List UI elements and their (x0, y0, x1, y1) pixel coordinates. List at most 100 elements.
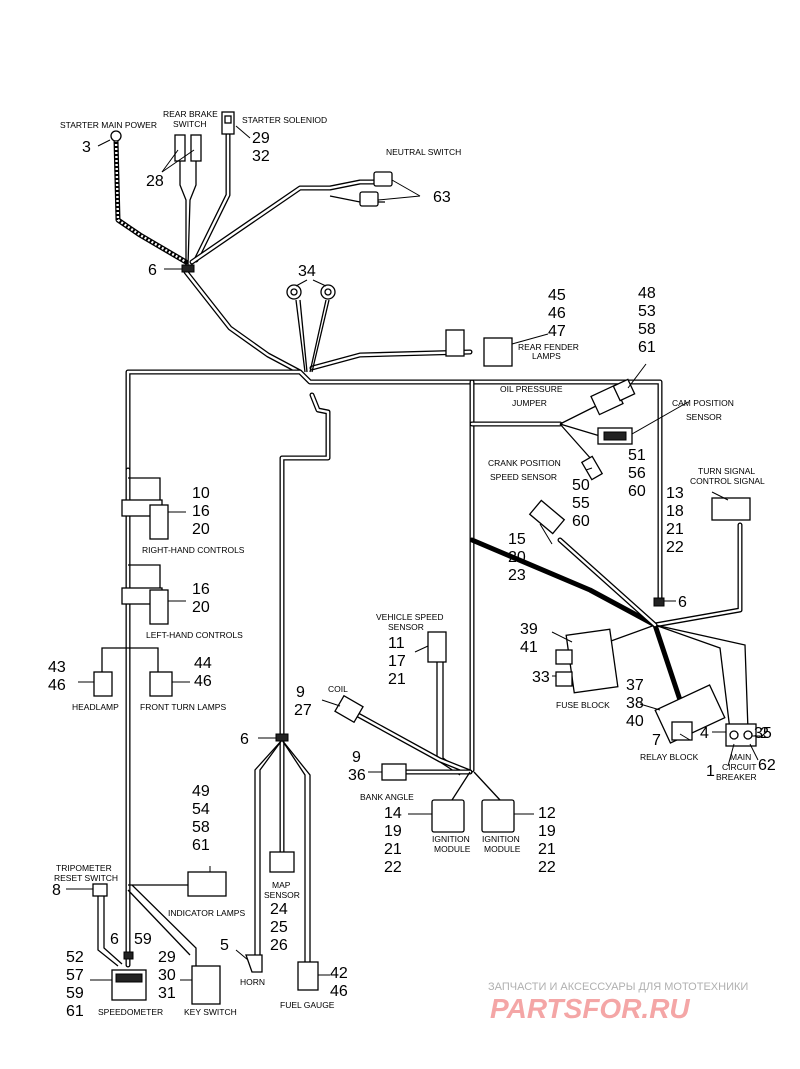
headlamp-label: HEADLAMP (72, 702, 119, 712)
right-hand-ref-1: 10 (192, 485, 210, 502)
breaker-label-2: CIRCUIT (722, 762, 756, 772)
ign-left-label-2: MODULE (434, 844, 471, 854)
ign-right-label-2: MODULE (484, 844, 521, 854)
fuse-block-ref-2: 41 (520, 639, 538, 656)
crank-sensor-ref-2: 55 (572, 495, 590, 512)
oil-jumper-ref-4: 61 (638, 339, 656, 356)
bank-angle-ref-2: 36 (348, 767, 366, 784)
speedometer-ref-3: 59 (66, 985, 84, 1002)
map-sensor-ref-1: 24 (270, 901, 288, 918)
cam-sensor-ref-2: 56 (628, 465, 646, 482)
bank-angle-ref-1: 9 (352, 749, 361, 766)
vss-ref-3: 21 (388, 671, 406, 688)
vss-label-2: SENSOR (388, 622, 424, 632)
speedometer-label: SPEEDOMETER (98, 1007, 163, 1017)
turn-signal-label-1: TURN SIGNAL (698, 466, 755, 476)
relay-ref-2: 38 (626, 695, 644, 712)
breaker-label-1: MAIN (730, 752, 751, 762)
tripometer-label-1: TRIPOMETER (56, 863, 112, 873)
rear-fender-label-1: REAR FENDER (518, 342, 579, 352)
headlamp-ref-1: 43 (48, 659, 66, 676)
ign-left-label-1: IGNITION (432, 834, 470, 844)
ign-left-ref-3: 21 (384, 841, 402, 858)
indicator-label: INDICATOR LAMPS (168, 908, 245, 918)
speedometer-clamp-ref: 6 (110, 931, 119, 948)
cam-sensor-ref-3: 60 (628, 483, 646, 500)
labels: STARTER MAIN POWER 3 REAR BRAKE SWITCH 2… (48, 109, 776, 1020)
breaker-ref-2: 4 (700, 725, 709, 742)
wires (97, 132, 749, 968)
fuel-gauge-ref-2: 46 (330, 983, 348, 1000)
tripometer-label-2: RESET SWITCH (54, 873, 118, 883)
bank-angle-label: BANK ANGLE (360, 792, 414, 802)
clamp-mid-ref: 6 (240, 731, 249, 748)
crank-connector-ref-1: 15 (508, 531, 526, 548)
turn-signal-label-2: CONTROL SIGNAL (690, 476, 765, 486)
starter-solenoid-label: STARTER SOLENIOD (242, 115, 327, 125)
speedometer-ref-4: 61 (66, 1003, 84, 1020)
fuse-block-ref-1: 39 (520, 621, 538, 638)
ign-right-ref-1: 12 (538, 805, 556, 822)
right-hand-ref-2: 16 (192, 503, 210, 520)
watermark: ЗАПЧАСТИ И АКСЕССУАРЫ ДЛЯ МОТОТЕХНИКИ PA… (488, 981, 748, 1024)
headlamp-ref-2: 46 (48, 677, 66, 694)
oil-jumper-ref-2: 53 (638, 303, 656, 320)
starter-main-power-ref: 3 (82, 139, 91, 156)
indicator-ref-4: 61 (192, 837, 210, 854)
front-turn-ref-1: 44 (194, 655, 212, 672)
horn-ref: 5 (220, 937, 229, 954)
rear-fender-label-2: LAMPS (532, 351, 561, 361)
tripometer-ref: 8 (52, 882, 61, 899)
left-hand-ref-1: 16 (192, 581, 210, 598)
coil-label: COIL (328, 684, 348, 694)
ign-right-label-1: IGNITION (482, 834, 520, 844)
map-sensor-ref-2: 25 (270, 919, 288, 936)
clamp-top-ref: 6 (148, 262, 157, 279)
ign-right-ref-4: 22 (538, 859, 556, 876)
clamp-right-ref: 6 (678, 594, 687, 611)
cam-sensor-label-1: CAM POSITION (672, 398, 734, 408)
fuel-gauge-ref-1: 42 (330, 965, 348, 982)
breaker-ref-1: 35 (754, 725, 772, 742)
breaker-label-3: BREAKER (716, 772, 757, 782)
rear-brake-switch-label-2: SWITCH (173, 119, 207, 129)
relay-ref-4: 7 (652, 732, 661, 749)
oil-jumper-label-2: JUMPER (512, 398, 547, 408)
rear-fender-ref-1: 45 (548, 287, 566, 304)
ign-left-ref-2: 19 (384, 823, 402, 840)
speedometer-ref-2: 57 (66, 967, 84, 984)
front-turn-ref-2: 46 (194, 673, 212, 690)
ign-right-ref-2: 19 (538, 823, 556, 840)
key-switch-ref-2: 30 (158, 967, 176, 984)
crank-sensor-label-2: SPEED SENSOR (490, 472, 557, 482)
key-switch-label: KEY SWITCH (184, 1007, 237, 1017)
oil-jumper-label-1: OIL PRESSURE (500, 384, 563, 394)
breaker-ref-3: 2 (760, 725, 769, 742)
cam-sensor-label-2: SENSOR (686, 412, 722, 422)
oil-jumper-ref-3: 58 (638, 321, 656, 338)
turn-signal-ref-3: 21 (666, 521, 684, 538)
fuse-block-label: FUSE BLOCK (556, 700, 610, 710)
crank-sensor-ref-3: 60 (572, 513, 590, 530)
components (92, 111, 757, 1005)
starter-solenoid-ref-2: 32 (252, 148, 270, 165)
leader-lines (66, 125, 760, 981)
crank-sensor-label-1: CRANK POSITION (488, 458, 561, 468)
coil-ref-2: 27 (294, 702, 312, 719)
coil-ref-1: 9 (296, 684, 305, 701)
left-hand-label: LEFT-HAND CONTROLS (146, 630, 243, 640)
relay-label: RELAY BLOCK (640, 752, 699, 762)
right-hand-ref-3: 20 (192, 521, 210, 538)
breaker-ref-4: 1 (706, 763, 715, 780)
neutral-switch-ref: 63 (433, 189, 451, 206)
indicator-ref-3: 58 (192, 819, 210, 836)
map-sensor-ref-3: 26 (270, 937, 288, 954)
key-switch-ref-3: 31 (158, 985, 176, 1002)
front-turn-label: FRONT TURN LAMPS (140, 702, 226, 712)
breaker-ref-5: 62 (758, 757, 776, 774)
cam-sensor-ref-1: 51 (628, 447, 646, 464)
rear-fender-ref-2: 46 (548, 305, 566, 322)
fuel-gauge-label: FUEL GAUGE (280, 1000, 335, 1010)
